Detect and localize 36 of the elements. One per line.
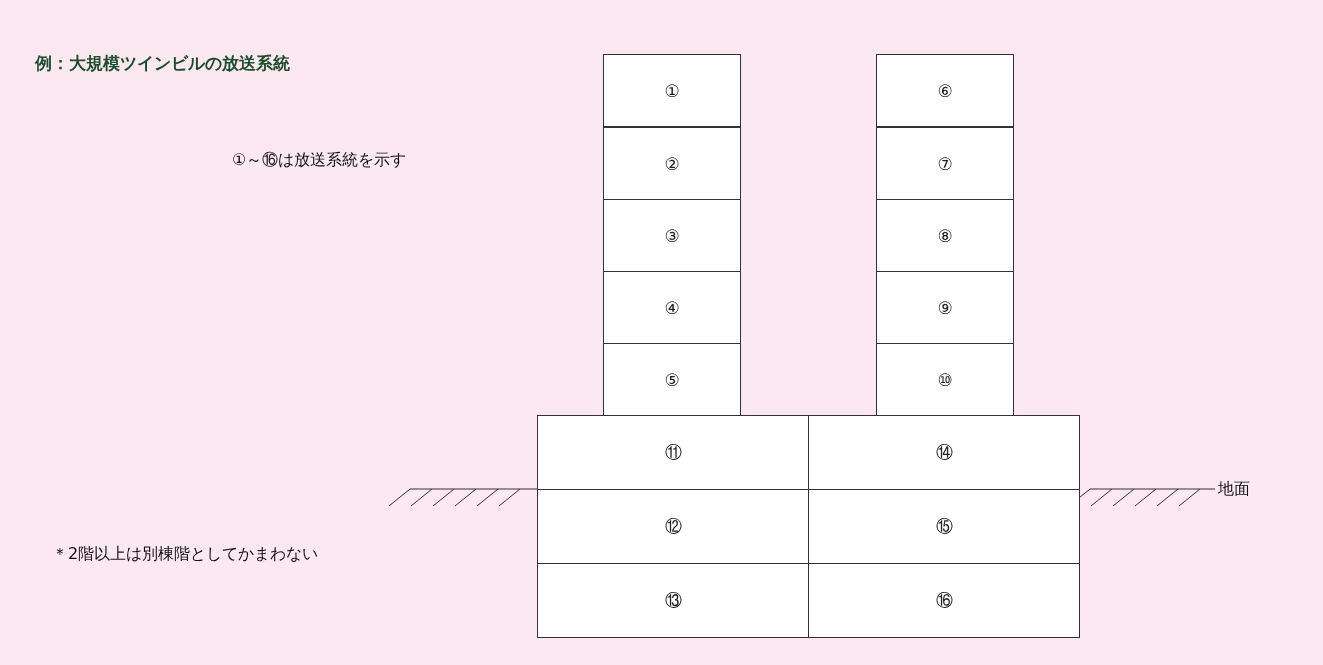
floor-box [876, 199, 1014, 272]
note: ＊2階以上は別棟階としてかまわない [52, 544, 319, 565]
floor-box [808, 563, 1080, 638]
floor-number: ⑪ [664, 441, 682, 464]
ground-label: 地面 [1218, 479, 1250, 500]
floor-number: ③ [664, 225, 680, 246]
floor-box [603, 54, 741, 127]
floor-number: ⑬ [664, 589, 682, 612]
floor-number: ① [664, 80, 680, 101]
floor-box [537, 563, 809, 638]
floor-box [876, 271, 1014, 344]
floor-box [876, 343, 1014, 416]
floor-number: ⑥ [937, 80, 953, 101]
floor-number: ⑮ [935, 515, 953, 538]
floor-number: ⑤ [664, 369, 680, 390]
floor-number: ⑯ [935, 589, 953, 612]
floor-box [603, 271, 741, 344]
floor-number: ⑩ [937, 369, 953, 390]
floor-number: ⑭ [935, 441, 953, 464]
note: ①～⑯は放送系統を示す [232, 150, 407, 171]
title: 例：大規模ツインビルの放送系統 [35, 52, 290, 75]
floor-box [808, 415, 1080, 490]
floor-box [876, 127, 1014, 200]
floor-number: ⑨ [937, 297, 953, 318]
floor-box [537, 489, 809, 564]
floor-box [603, 343, 741, 416]
floor-box [603, 199, 741, 272]
floor-box [603, 127, 741, 200]
floor-box [808, 489, 1080, 564]
floor-number: ④ [664, 297, 680, 318]
floor-number: ⑧ [937, 225, 953, 246]
floor-box [876, 54, 1014, 127]
floor-number: ② [664, 153, 680, 174]
floor-number: ⑫ [664, 515, 682, 538]
floor-box [537, 415, 809, 490]
floor-number: ⑦ [937, 153, 953, 174]
